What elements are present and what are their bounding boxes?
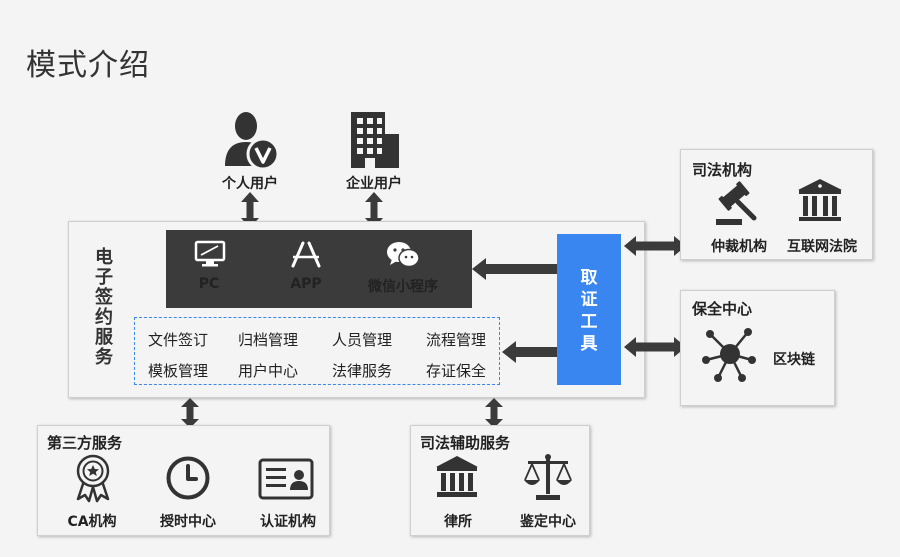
certification-institution-label: 认证机构 — [260, 514, 316, 530]
enterprise-user-label: 企业用户 — [346, 176, 402, 192]
left-arrow-icon — [472, 258, 558, 280]
function-item: 文件签订 — [148, 331, 209, 349]
preservation-center-title: 保全中心 — [692, 300, 753, 318]
left-arrow-icon — [502, 341, 558, 363]
clock-icon — [165, 455, 211, 501]
pc-monitor-icon — [194, 240, 226, 268]
third-party-services-title: 第三方服务 — [47, 434, 123, 452]
evidence-tool-box: 取 证 工 具 — [557, 234, 621, 385]
arbitration-label: 仲裁机构 — [711, 239, 767, 255]
judicial-aux-services-title: 司法辅助服务 — [420, 434, 511, 452]
award-badge-icon — [70, 453, 116, 503]
gavel-icon — [714, 180, 760, 226]
app-store-icon — [289, 240, 323, 270]
id-card-icon — [258, 458, 314, 500]
pc-label: PC — [198, 276, 220, 292]
blockchain-label: 区块链 — [773, 352, 815, 368]
function-item: 归档管理 — [238, 331, 299, 349]
function-item: 流程管理 — [426, 331, 487, 349]
law-firm-building-icon — [434, 454, 480, 500]
esign-service-label: 电 子 签 约 服 务 — [95, 247, 113, 368]
personal-user-icon — [219, 106, 281, 170]
enterprise-building-icon — [345, 108, 403, 170]
function-item: 人员管理 — [332, 331, 393, 349]
balance-scale-icon — [522, 452, 574, 502]
functions-panel — [134, 317, 500, 385]
judicial-institutions-box — [680, 149, 873, 260]
esign-service-box — [68, 221, 645, 398]
function-item: 法律服务 — [332, 362, 393, 380]
page-title: 模式介绍 — [26, 48, 150, 83]
double-arrow-icon — [240, 192, 260, 228]
ca-institution-label: CA机构 — [67, 514, 117, 530]
personal-user-label: 个人用户 — [222, 176, 278, 192]
app-label: APP — [290, 276, 322, 292]
timestamp-center-label: 授时中心 — [160, 514, 216, 530]
wechat-miniprogram-label: 微信小程序 — [368, 279, 438, 295]
function-item: 存证保全 — [426, 362, 487, 380]
function-item: 用户中心 — [238, 362, 299, 380]
blockchain-network-icon — [698, 320, 762, 384]
double-arrow-icon — [624, 236, 686, 256]
courthouse-icon — [796, 177, 844, 225]
judicial-institutions-title: 司法机构 — [692, 161, 753, 179]
function-item: 模板管理 — [148, 362, 209, 380]
double-arrow-icon — [180, 398, 200, 428]
double-arrow-icon — [624, 337, 686, 357]
law-firm-label: 律所 — [444, 514, 472, 530]
internet-court-label: 互联网法院 — [787, 239, 857, 255]
forensic-center-label: 鉴定中心 — [520, 514, 576, 530]
double-arrow-icon — [484, 398, 504, 428]
preservation-center-box — [680, 290, 835, 406]
wechat-icon — [386, 240, 420, 270]
double-arrow-icon — [364, 192, 384, 228]
